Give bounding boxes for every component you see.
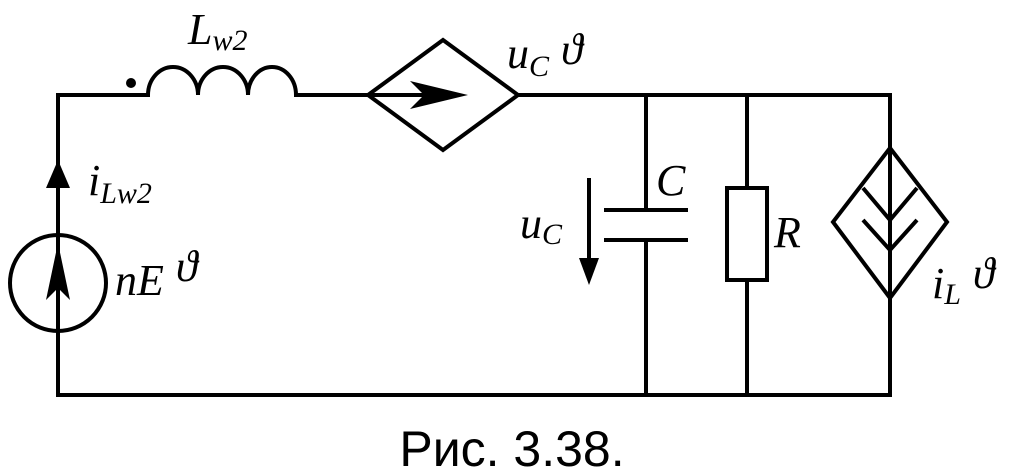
arrow-down-icon [579, 258, 599, 285]
current-arrow-up-icon [46, 160, 70, 188]
inductor-coil [146, 65, 298, 96]
resistor-label: R [773, 208, 801, 257]
source-circle [8, 233, 108, 333]
current-label: iLw2 [88, 156, 152, 210]
dependent-current-source [830, 144, 950, 302]
current-source-ne [8, 160, 108, 333]
figure-caption: Рис. 3.38. [399, 421, 624, 470]
capacitor-label: C [656, 156, 686, 205]
polarity-dot [126, 78, 136, 88]
capacitor [579, 178, 688, 285]
resistor [725, 186, 769, 282]
inductor-lw2 [126, 65, 298, 96]
arrow-up-icon [46, 243, 70, 300]
diamond-shape [364, 37, 522, 153]
arrow-right-icon [410, 81, 468, 109]
cap-voltage-label: uC [520, 199, 563, 251]
inductor-label: Lw2 [187, 5, 248, 57]
dependent-voltage-source [364, 37, 522, 153]
left-wire [56, 93, 150, 397]
wires [56, 93, 892, 397]
chevron-down-icon [861, 186, 919, 224]
chevron-down-icon-2 [861, 218, 919, 253]
